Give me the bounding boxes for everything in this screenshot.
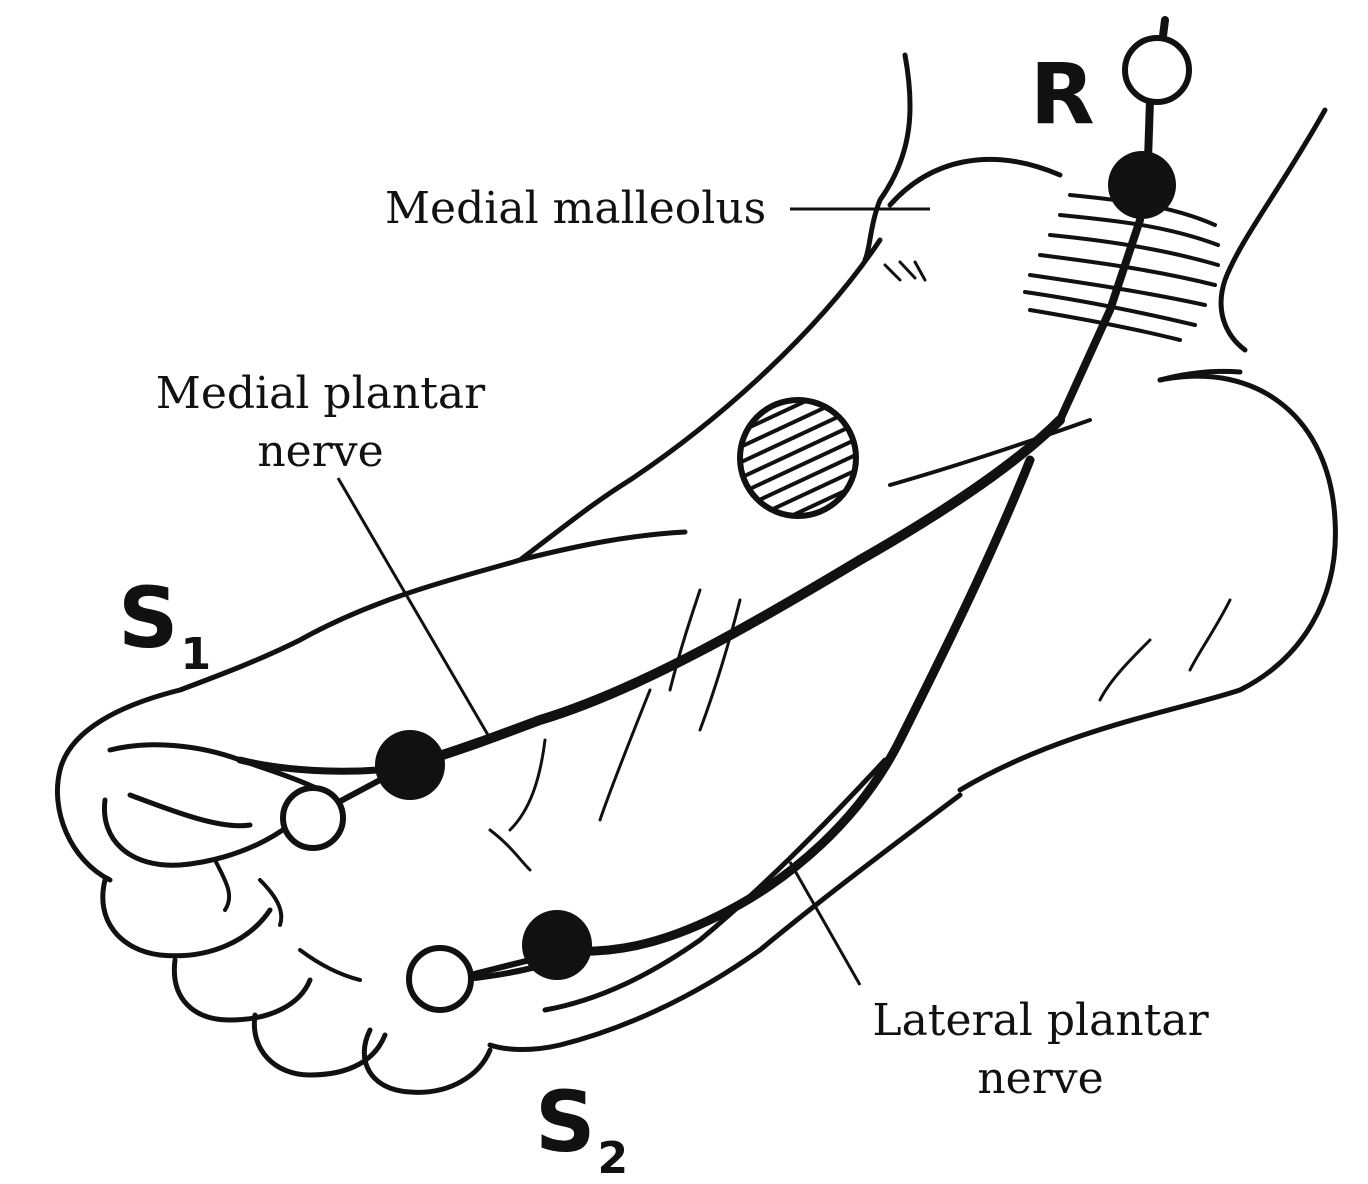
stim1-label: S1	[118, 576, 211, 660]
stim2-subscript: 2	[598, 1133, 629, 1184]
stim1-electrode-cathode	[375, 730, 445, 800]
toe-3	[174, 960, 310, 1020]
arch-crease	[520, 532, 685, 560]
lateral-plantar-label-line1: Lateral plantar	[858, 995, 1223, 1047]
heel-outline	[960, 376, 1335, 790]
stim2-label: S2	[535, 1080, 628, 1164]
lateral-sole-line-2	[545, 760, 885, 1010]
big-toe-nail	[130, 795, 250, 826]
stim2-electrode-anode	[409, 948, 471, 1010]
recording-electrode-active	[1108, 151, 1176, 219]
recording-electrode-reference	[1125, 38, 1189, 102]
recording-label: R	[1030, 52, 1095, 136]
ankle-top-outline	[890, 159, 1060, 205]
medial-plantar-label-line1: Medial plantar	[148, 368, 493, 420]
lateral-plantar-label-line2: nerve	[858, 1053, 1223, 1105]
leg-medial-outline	[865, 55, 910, 260]
toe-2	[103, 880, 270, 956]
stim1-electrode-anode	[283, 788, 343, 848]
stim2-electrode-cathode	[522, 910, 592, 980]
leg-lateral-outline	[1221, 110, 1325, 350]
stim1-subscript: 1	[181, 629, 212, 680]
stim1-letter: S	[118, 569, 179, 667]
medial-plantar-pointer	[338, 478, 488, 735]
medial-plantar-label-line2: nerve	[148, 426, 493, 478]
ground-electrode	[740, 400, 856, 516]
medial-malleolus-label: Medial malleolus	[385, 183, 766, 235]
stim2-letter: S	[535, 1073, 596, 1171]
lateral-plantar-nerve	[560, 460, 1030, 951]
